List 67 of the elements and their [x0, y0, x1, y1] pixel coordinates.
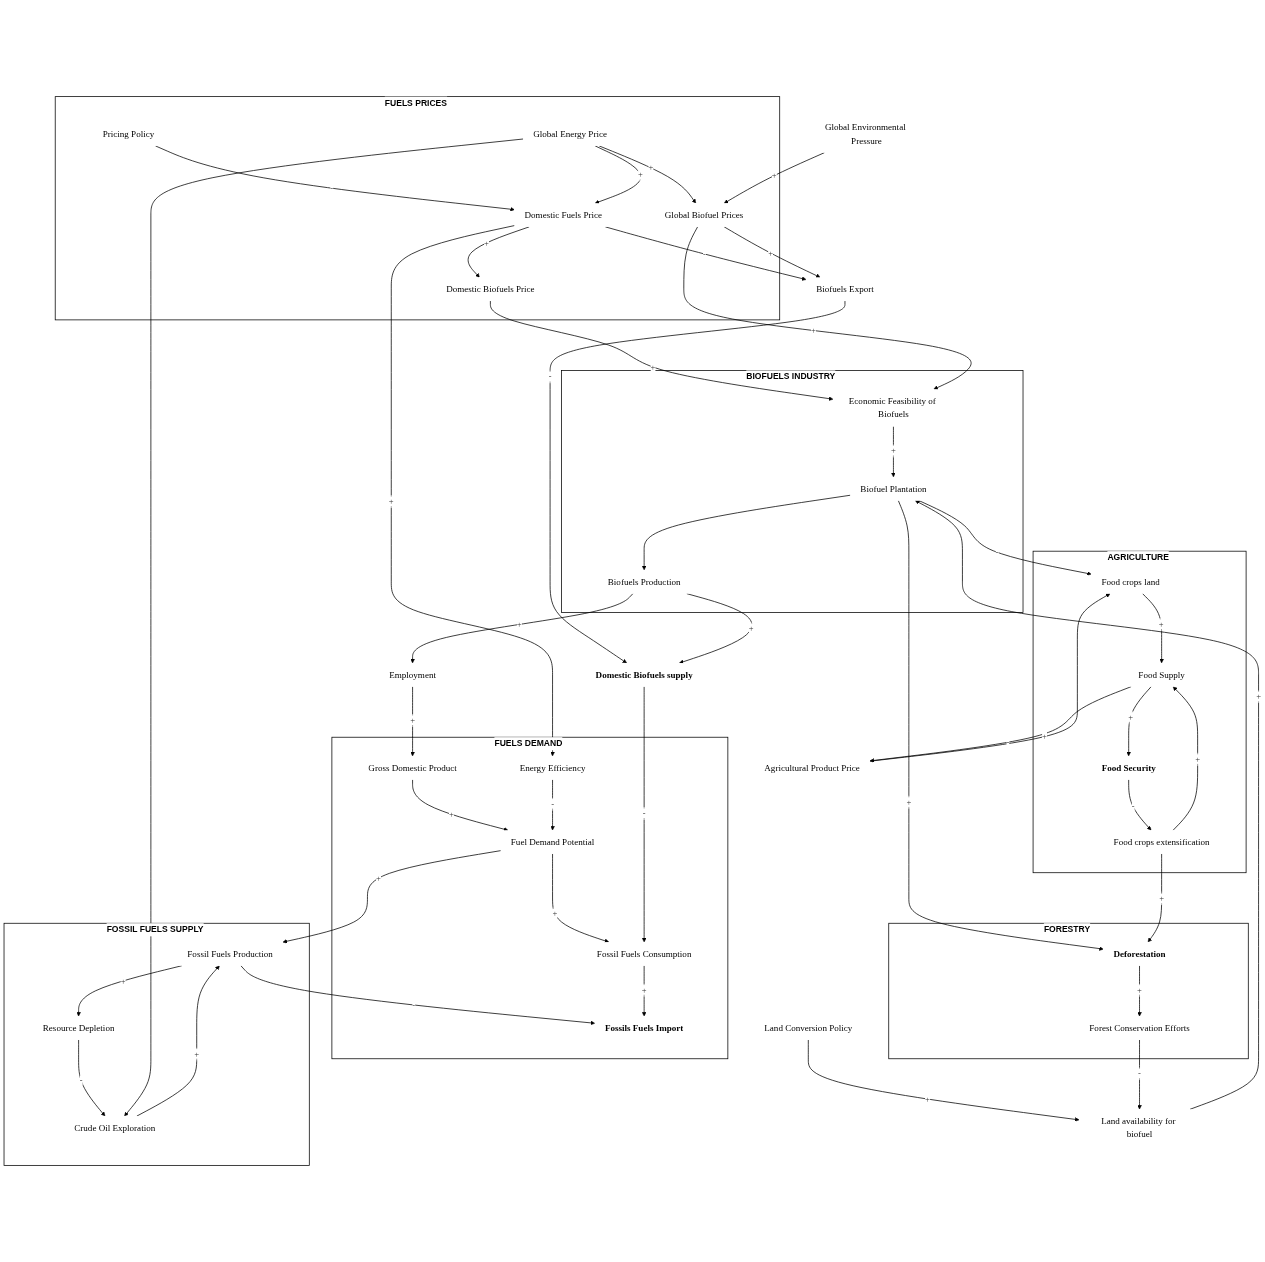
- node-text: Deforestation: [1113, 948, 1166, 959]
- edge-label: +: [484, 238, 489, 248]
- edge-label: +: [811, 325, 816, 336]
- edge-label: +: [891, 445, 896, 456]
- node-text: Food crops land: [1101, 576, 1160, 587]
- node-text: Domestic Fuels Price: [524, 209, 602, 220]
- node-text: Forest Conservation Efforts: [1089, 1022, 1190, 1033]
- node-text: Land availability for biofuel: [1101, 1115, 1176, 1140]
- edge-label: +: [650, 362, 656, 372]
- node-text: Fossil Fuels Production: [187, 948, 273, 959]
- node-text: Biofuels Export: [816, 283, 874, 294]
- node-text: Food crops extensification: [1113, 836, 1210, 847]
- edge-label: -: [1138, 1068, 1141, 1079]
- edge-label: +: [648, 162, 654, 173]
- node-text: Food Security: [1101, 762, 1156, 773]
- node-text: Biofuel Plantation: [860, 483, 927, 494]
- edge-label: +: [771, 170, 777, 181]
- node-text: Energy Efficiency: [519, 762, 586, 773]
- edge-label: -: [995, 547, 999, 557]
- node-text: Domestic Biofuels Price: [446, 283, 535, 294]
- node-text: Fossil Fuels Consumption: [596, 948, 692, 959]
- edge-label: +: [448, 809, 454, 819]
- node-text: Global Energy Price: [533, 128, 607, 139]
- edge-label: +: [638, 169, 643, 180]
- edge-label: +: [388, 496, 394, 507]
- edge-label: +: [376, 873, 381, 883]
- node-text: Economic Feasibility of Biofuels: [848, 395, 936, 420]
- edge-label: -: [1131, 801, 1135, 812]
- node-text: Agricultural Product Price: [764, 762, 860, 773]
- edge-label: +: [1042, 731, 1047, 742]
- node-text: Land Conversion Policy: [764, 1022, 853, 1033]
- node-text: Resource Depletion: [42, 1022, 115, 1033]
- edge-label: +: [1256, 691, 1261, 702]
- edge-label: -: [548, 371, 552, 382]
- edge-label: +: [768, 248, 773, 258]
- edge-label: +: [748, 623, 754, 634]
- edge-label: +: [1158, 619, 1164, 629]
- node-text: Fossils Fuels Import: [604, 1022, 684, 1033]
- edge-label: -: [703, 249, 706, 259]
- edge-label: -: [551, 799, 554, 809]
- node-text: Gross Domestic Product: [368, 762, 457, 773]
- edge-label: +: [516, 619, 522, 630]
- node-text: Fuel Demand Potential: [510, 836, 595, 847]
- edge-label: +: [925, 1094, 930, 1104]
- edge-label: +: [641, 985, 647, 995]
- node-text: Food Supply: [1138, 669, 1185, 680]
- edge-label: +: [906, 797, 912, 807]
- edge-label: +: [194, 1049, 200, 1059]
- node-text: Pricing Policy: [102, 128, 155, 139]
- edge-label: +: [120, 976, 126, 986]
- node-text: Employment: [389, 669, 436, 680]
- edge-label: -: [412, 1000, 416, 1010]
- edge-label: -: [330, 183, 334, 193]
- edge-label: -: [79, 1075, 83, 1086]
- node-text: Global Biofuel Prices: [664, 209, 744, 220]
- edge-label: -: [642, 808, 646, 819]
- edge-label: -: [1006, 737, 1010, 747]
- node-text: Crude Oil Exploration: [74, 1122, 156, 1133]
- node-text: Biofuels Production: [607, 576, 681, 587]
- edge-label: +: [1128, 712, 1133, 722]
- edge-label: +: [1137, 985, 1142, 995]
- edge-label: +: [410, 715, 415, 726]
- node-text: Global Environmental Pressure: [824, 122, 906, 146]
- edge-label: +: [552, 908, 558, 919]
- edge-label: +: [1195, 754, 1201, 764]
- edge-label: +: [1159, 893, 1165, 904]
- node-text: Domestic Biofuels supply: [595, 669, 693, 680]
